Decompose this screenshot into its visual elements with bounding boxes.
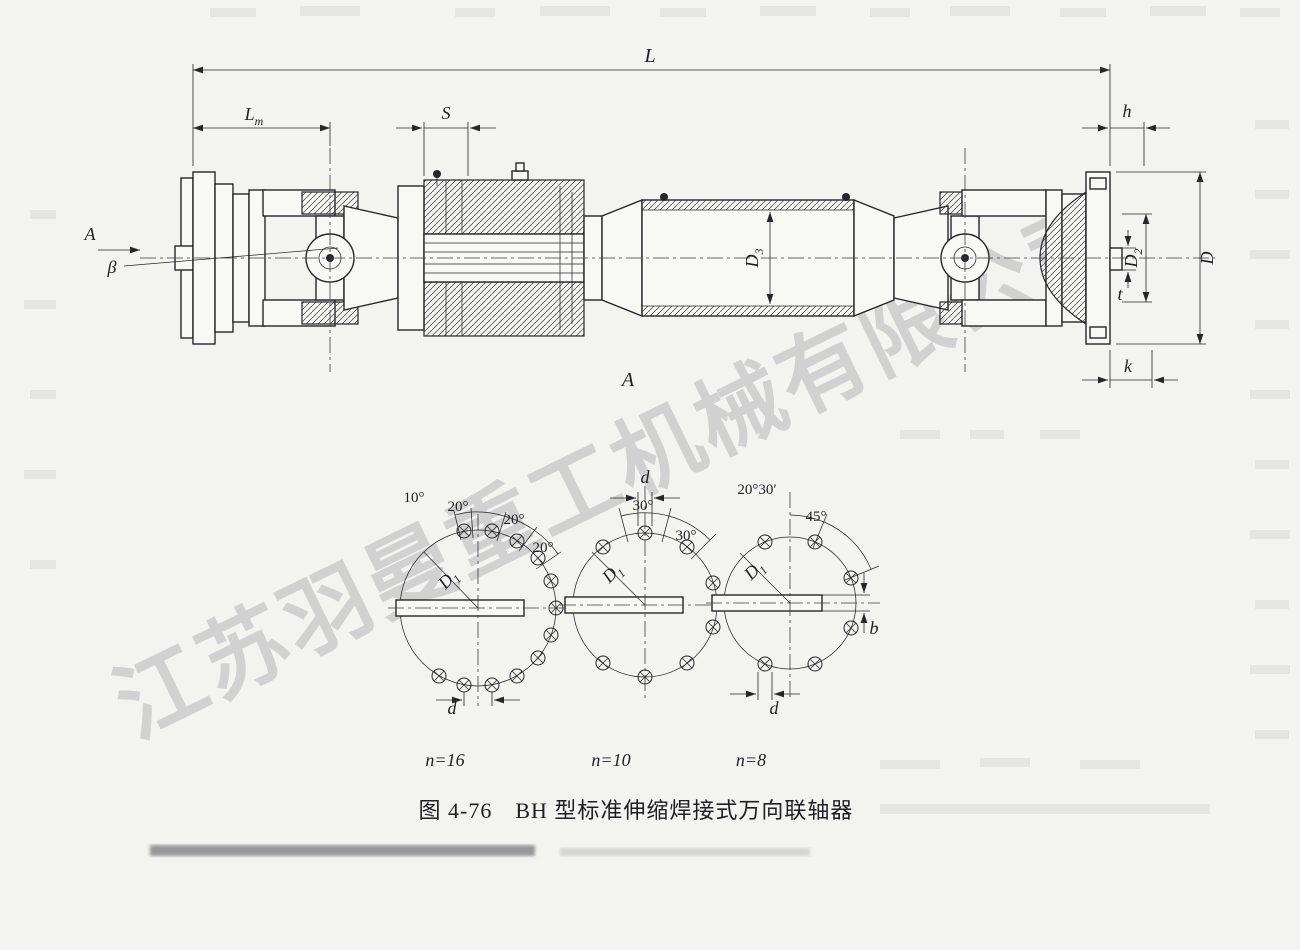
view-arrow-label-A: A bbox=[84, 224, 97, 244]
angle-label: 10° bbox=[404, 490, 425, 506]
spigot bbox=[1109, 247, 1123, 271]
bolt-pattern-n8: 20°30′ 45° D1 d b n=8 bbox=[706, 482, 880, 770]
centerlines bbox=[123, 148, 1215, 372]
dim-label-k: k bbox=[1124, 356, 1133, 376]
weld-dot bbox=[842, 193, 850, 201]
hole-count-label: n=8 bbox=[736, 750, 766, 770]
dimension-h: h bbox=[1082, 101, 1170, 166]
hole-dia-label-d: d bbox=[770, 698, 780, 718]
dim-label-S: S bbox=[442, 103, 451, 123]
dimension-D3: D3 bbox=[742, 212, 774, 304]
hole-dia-label-d: d bbox=[448, 698, 458, 718]
angle-label: 45° bbox=[806, 509, 827, 525]
clamp-bolt bbox=[511, 170, 529, 181]
dimension-k: k bbox=[1082, 350, 1178, 388]
view-annotations: A β A bbox=[84, 224, 635, 391]
dim-label-D2: D2 bbox=[1121, 249, 1145, 269]
dim-label-t: t bbox=[1117, 284, 1123, 304]
bleedthrough-ghost-marks bbox=[24, 6, 1290, 856]
dimension-D2: D2 bbox=[1121, 213, 1152, 303]
tab-width-label-b: b bbox=[870, 618, 879, 638]
angle-label: 20° bbox=[448, 499, 469, 515]
grease-fitting bbox=[433, 170, 441, 178]
dim-label-Lm: Lm bbox=[244, 104, 264, 128]
section-label-A: A bbox=[620, 369, 635, 391]
bolt-circle-label-D1: D1 bbox=[597, 559, 628, 590]
angle-label: 20°30′ bbox=[737, 482, 776, 498]
bolt-pattern-n16: 10° 20° 20° 20° D1 d n=16 bbox=[388, 490, 570, 770]
dimension-t: t bbox=[1117, 230, 1136, 304]
angle-label: 20° bbox=[533, 540, 554, 556]
beta-angle-line bbox=[123, 247, 339, 267]
dimension-Lm: Lm bbox=[193, 104, 331, 146]
dim-label-D: D bbox=[1197, 252, 1217, 266]
weld-dot bbox=[660, 193, 668, 201]
hole-count-label: n=16 bbox=[425, 750, 464, 770]
shaft-assembly-view: L Lm S h D D2 bbox=[84, 45, 1218, 391]
centre-tube bbox=[641, 193, 895, 318]
hole-count-label: n=10 bbox=[591, 750, 630, 770]
angle-label: 20° bbox=[504, 512, 525, 528]
dimension-S: S bbox=[396, 103, 496, 176]
spline-sleeve-section bbox=[397, 162, 643, 337]
angle-label-beta: β bbox=[107, 257, 117, 277]
angle-label: 30° bbox=[633, 498, 654, 514]
dim-label-D3: D3 bbox=[742, 249, 766, 269]
dimension-L: L bbox=[192, 45, 1111, 166]
dim-label-L: L bbox=[643, 45, 655, 67]
bolt-circle-label-D1: D1 bbox=[739, 556, 770, 587]
hole-dia-label-d: d bbox=[641, 467, 651, 487]
angle-label: 30° bbox=[676, 528, 697, 544]
dimension-D: D bbox=[1116, 171, 1217, 345]
dim-label-h: h bbox=[1123, 101, 1132, 121]
figure-caption: 图 4-76 BH 型标准伸缩焊接式万向联轴器 bbox=[419, 798, 854, 823]
